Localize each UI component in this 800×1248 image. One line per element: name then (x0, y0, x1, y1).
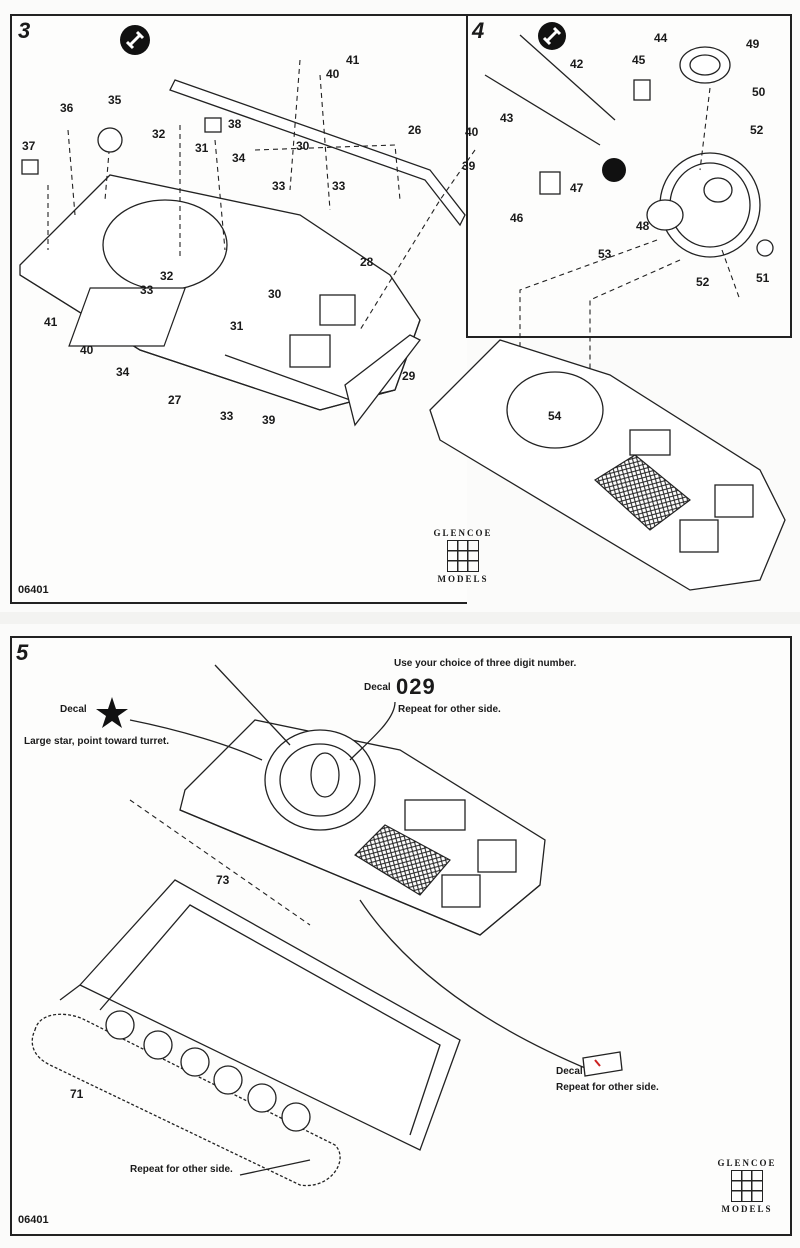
logo-text-top-bottom: GLENCOE (717, 1158, 777, 1168)
logo-text-top: GLENCOE (433, 528, 493, 538)
part-48: 48 (636, 219, 650, 233)
part-50: 50 (752, 85, 766, 99)
number-instruction: Use your choice of three digit number. (394, 658, 577, 669)
part-41: 41 (346, 53, 360, 67)
part-29: 29 (402, 369, 416, 383)
part-54: 54 (548, 409, 562, 423)
kit-code-bottom: 06401 (18, 1214, 49, 1226)
part-34b: 34 (116, 365, 130, 379)
part-33b: 33 (332, 179, 346, 193)
part-35: 35 (108, 93, 122, 107)
part-39b: 39 (262, 413, 276, 427)
logo-text-bottom-bottom: MODELS (721, 1204, 773, 1214)
part-46: 46 (510, 211, 524, 225)
part-33: 33 (272, 179, 286, 193)
glue-tube-icon-step4 (538, 22, 566, 50)
part-44: 44 (654, 31, 668, 45)
part-38: 38 (228, 117, 242, 131)
part-26: 26 (408, 123, 422, 137)
part-30b: 30 (268, 287, 282, 301)
side-part-29 (344, 334, 421, 427)
part-39: 39 (462, 159, 476, 173)
hull-top-step4 (429, 339, 786, 591)
part-33c: 33 (140, 283, 154, 297)
star-icon (96, 697, 128, 728)
part-73: 73 (216, 873, 230, 887)
part-31: 31 (195, 141, 209, 155)
part-42: 42 (570, 57, 584, 71)
step5-leader-lines (129, 701, 591, 1176)
star-decal-label: Decal (60, 704, 87, 715)
part-52: 52 (750, 123, 764, 137)
turret-assembly-step4 (484, 34, 774, 380)
decal-label-number: Decal (364, 682, 391, 693)
part-40: 40 (326, 67, 340, 81)
part-31b: 31 (230, 319, 244, 333)
part-52b: 52 (696, 275, 710, 289)
step-4-number: 4 (472, 18, 485, 43)
flag-decal-label: Decal (556, 1066, 583, 1077)
step3-guide-lines (21, 59, 476, 331)
part-53: 53 (598, 247, 612, 261)
soviet-flag-icon (582, 1051, 623, 1077)
glencoe-logo-bottom: GLENCOE MODELS (708, 1158, 786, 1214)
part-30: 30 (296, 139, 310, 153)
logo-grid-icon-bottom (731, 1170, 763, 1202)
part-45: 45 (632, 53, 646, 67)
part-33d: 33 (220, 409, 234, 423)
hull-top-step3 (19, 174, 421, 411)
star-decal-note: Large star, point toward turret. (24, 736, 170, 747)
part-32: 32 (152, 127, 166, 141)
part-27: 27 (168, 393, 182, 407)
part-71: 71 (70, 1087, 84, 1101)
part-28: 28 (360, 255, 374, 269)
step-3-number: 3 (18, 18, 31, 43)
kit-code-top: 06401 (18, 584, 49, 596)
logo-grid-icon (447, 540, 479, 572)
lower-hull-step5 (59, 879, 461, 1151)
part-49: 49 (746, 37, 760, 51)
part-40b: 40 (465, 125, 479, 139)
decal-number: 029 (396, 674, 436, 699)
flag-decal-repeat: Repeat for other side. (556, 1082, 659, 1093)
track-repeat: Repeat for other side. (130, 1164, 233, 1175)
step-5-number: 5 (16, 640, 29, 665)
glencoe-logo-top: GLENCOE MODELS (424, 528, 502, 584)
glue-tube-icon (120, 25, 150, 55)
part-34: 34 (232, 151, 246, 165)
rail-part-26 (169, 79, 466, 227)
upper-hull-step5 (179, 664, 546, 936)
logo-text-bottom: MODELS (437, 574, 489, 584)
part-36: 36 (60, 101, 74, 115)
track-step5 (31, 1010, 341, 1187)
part-51: 51 (756, 271, 770, 285)
part-32b: 32 (160, 269, 174, 283)
part-41b: 41 (44, 315, 58, 329)
part-47: 47 (570, 181, 584, 195)
decal-number-repeat: Repeat for other side. (398, 704, 501, 715)
part-37: 37 (22, 139, 36, 153)
part-40c: 40 (80, 343, 94, 357)
part-43: 43 (500, 111, 514, 125)
